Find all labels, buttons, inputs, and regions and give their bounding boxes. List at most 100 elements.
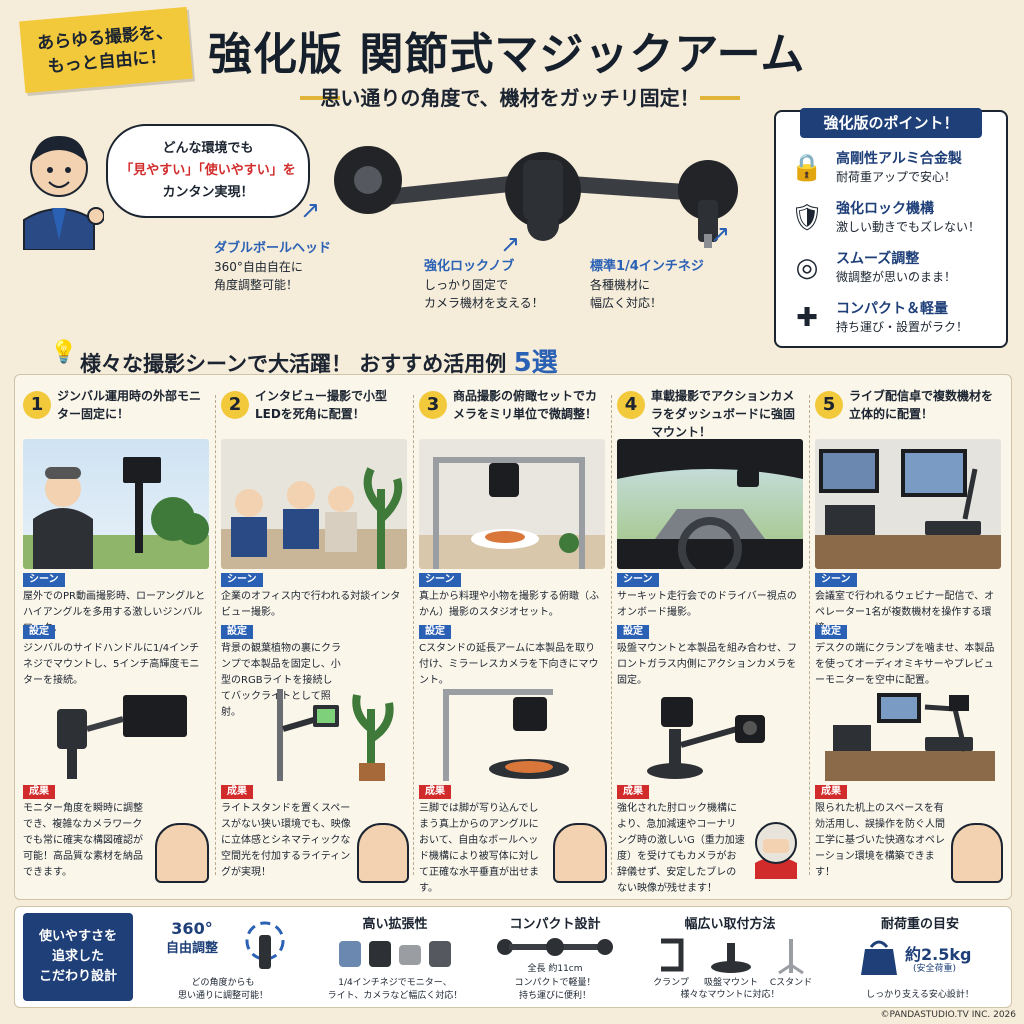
arm-mini-icon	[495, 935, 615, 959]
result-text: 強化された肘ロック機構により、急加減速やコーナリング時の激しいG（重力加速度）を…	[617, 803, 745, 894]
example-number: 5	[815, 391, 843, 419]
subtitle-line-left	[300, 96, 340, 100]
lock-icon: 🔒	[790, 153, 824, 183]
pointer-arrow-3: ↗	[710, 220, 731, 248]
scene-label: シーン	[221, 573, 263, 587]
example-number: 4	[617, 391, 645, 419]
point-item: 🔒 高剛性アルミ合金製耐荷重アップで安心！	[790, 144, 1000, 192]
scene-label: シーン	[419, 573, 461, 587]
features-lead-line: 追求した	[51, 949, 104, 964]
setup-text: ジンバルのサイドハンドルに1/4インチネジでマウントし、5インチ高輝度モニターを…	[23, 643, 200, 686]
arm-label-heading: ダブルボールヘッド	[214, 241, 332, 256]
copyright: ©PANDASTUDIO.TV INC. 2026	[880, 1010, 1016, 1020]
feature-desc: 持ち運びに便利！	[518, 991, 591, 1001]
examples-count: 5選	[513, 348, 558, 378]
point-desc: 耐荷重アップで安心！	[836, 170, 957, 184]
example-title: ライブ配信卓で複数機材を立体的に配置！	[849, 389, 994, 421]
avatar	[553, 823, 607, 883]
examples-title: 様々な撮影シーンで大活躍！ おすすめ活用例 5選	[80, 342, 558, 379]
feature-desc: ライト、カメラなど幅広く対応！	[327, 991, 463, 1001]
page-subtitle: 思い通りの角度で、機材をガッチリ固定！	[320, 86, 700, 110]
page-title: 強化版 関節式マジックアーム	[208, 29, 806, 80]
feature-desc: どの角度からも	[191, 978, 255, 988]
load-note: (安全荷重)	[913, 964, 957, 974]
feature-title: 幅広い取付方法	[684, 917, 776, 932]
avatar	[357, 823, 409, 883]
arm-label-ballhead: ダブルボールヘッド 360°自由自在に 角度調整可能！	[214, 240, 354, 294]
examples-title-text: 様々な撮影シーンで大活躍！ おすすめ活用例	[80, 352, 507, 376]
feature-title: 高い拡張性	[362, 917, 428, 932]
setup-label: 設定	[23, 625, 55, 639]
setup-text: 吸盤マウントと本製品を組み合わせ、フロントガラス内側にアクションカメラを固定。	[617, 643, 797, 686]
setup-text: 背景の観葉植物の裏にクランプで本製品を固定し、小型のRGBライトを接続してバック…	[221, 643, 341, 718]
example-card: 3 商品撮影の俯瞰セットでカメラをミリ単位で微調整！ シーン 真上から料理や小物…	[419, 383, 607, 894]
result-label: 成果	[23, 785, 55, 799]
arm-label-lockknob: 強化ロックノブ しっかり固定で カメラ機材を支える！	[424, 258, 574, 312]
points-title: 強化版のポイント！	[800, 108, 982, 138]
feature-desc: コンパクトで軽量！	[514, 978, 596, 988]
example-card: 2 インタビュー撮影で小型LEDを死角に配置！ シーン 企業のオフィス内で行われ…	[221, 383, 409, 891]
point-desc: 持ち運び・設置がラク！	[836, 320, 969, 334]
shield-icon: 🛡	[790, 203, 824, 233]
point-item: ◎ スムーズ調整微調整が思いのまま！	[790, 244, 1000, 292]
example-title: インタビュー撮影で小型LEDを死角に配置！	[255, 389, 388, 421]
feature-360-title: 360°	[171, 919, 213, 938]
features-lead: 使いやすさを 追求した こだわり設計	[23, 913, 133, 1001]
features-lead-line: 使いやすさを	[38, 929, 117, 944]
presenter-illustration	[14, 120, 105, 251]
column-divider	[413, 395, 415, 875]
setup-label: 設定	[617, 625, 649, 639]
avatar	[951, 823, 1003, 883]
result-label: 成果	[617, 785, 649, 799]
load-weight: 約2.5kg	[905, 945, 972, 964]
racer-avatar	[751, 819, 801, 879]
example-title: 車載撮影でアクションカメラをダッシュボードに強固マウント！	[651, 389, 796, 439]
speech-bubble: どんな環境でも 「見やすい」「使いやすい」を カンタン実現！	[106, 124, 310, 218]
mount-label: 吸盤マウント	[703, 978, 758, 988]
arm-label-screw: 標準1/4インチネジ 各種機材に 幅広く対応！	[590, 258, 740, 312]
setup-illustration	[433, 689, 593, 781]
arm-label-line: 360°自由自在に	[214, 260, 303, 274]
result-text: モニター角度を瞬時に調整でき、複雑なカメラワークでも常に確実な構図確認が可能！高…	[23, 803, 143, 878]
setup-illustration	[33, 689, 203, 781]
subtitle-line-right	[700, 96, 740, 100]
feature-desc: 思い通りに調整可能！	[177, 991, 268, 1001]
feature-mounts: 幅広い取付方法 クランプ 吸盤マウント Cスタンド 様々なマウントに対応！	[635, 911, 825, 1003]
feature-360: 360° 自由調整 どの角度からも 思い通りに調整可能！	[143, 911, 303, 1003]
mount-label: クランプ	[653, 978, 689, 988]
avatar	[155, 823, 209, 883]
example-title: ジンバル運用時の外部モニター固定に！	[57, 389, 202, 421]
target-icon: ◎	[795, 253, 819, 283]
pointer-arrow-1: ↗	[300, 196, 321, 224]
scene-label: シーン	[23, 573, 65, 587]
rotate-icon	[239, 917, 291, 973]
arm-label-heading: 強化ロックノブ	[424, 259, 515, 274]
setup-illustration	[825, 689, 995, 781]
setup-label: 設定	[815, 625, 847, 639]
example-number: 1	[23, 391, 51, 419]
point-title: 強化ロック機構	[836, 201, 934, 217]
scene-label: シーン	[815, 573, 857, 587]
bubble-line-1: どんな環境でも	[162, 141, 254, 156]
feature-title: コンパクト設計	[509, 917, 601, 932]
arm-label-heading: 標準1/4インチネジ	[590, 259, 704, 274]
result-label: 成果	[419, 785, 451, 799]
feature-compact: コンパクト設計 全長 約11cm コンパクトで軽量！ 持ち運びに便利！	[485, 911, 625, 1003]
scene-image-livestream	[815, 439, 1001, 569]
examples-grid: 1 ジンバル運用時の外部モニター固定に！ シーン 屋外でのPR動画撮影時、ローア…	[14, 374, 1012, 900]
bubble-line-2: 「見やすい」「使いやすい」を	[120, 163, 296, 178]
scene-text: 真上から料理や小物を撮影する俯瞰（ふかん）撮影のスタジオセット。	[419, 591, 599, 618]
lightbulb-icon: 💡	[50, 340, 78, 365]
feature-expandability: 高い拡張性 1/4インチネジでモニター、 ライト、カメラなど幅広く対応！	[315, 911, 475, 1003]
pointer-arrow-2: ↗	[500, 230, 521, 258]
example-number: 2	[221, 391, 249, 419]
setup-text: Cスタンドの延長アームに本製品を取り付け、ミラーレスカメラを下向きにマウント。	[419, 643, 599, 686]
column-divider	[215, 395, 217, 875]
points-panel: 強化版のポイント！ 🔒 高剛性アルミ合金製耐荷重アップで安心！ 🛡 強化ロック機…	[774, 108, 1008, 348]
point-title: スムーズ調整	[836, 251, 920, 267]
point-title: コンパクト＆軽量	[836, 301, 948, 317]
feature-measure: 全長 約11cm	[527, 964, 583, 974]
weight-icon	[859, 937, 899, 977]
setup-label: 設定	[419, 625, 451, 639]
mount-label: Cスタンド	[769, 978, 813, 988]
